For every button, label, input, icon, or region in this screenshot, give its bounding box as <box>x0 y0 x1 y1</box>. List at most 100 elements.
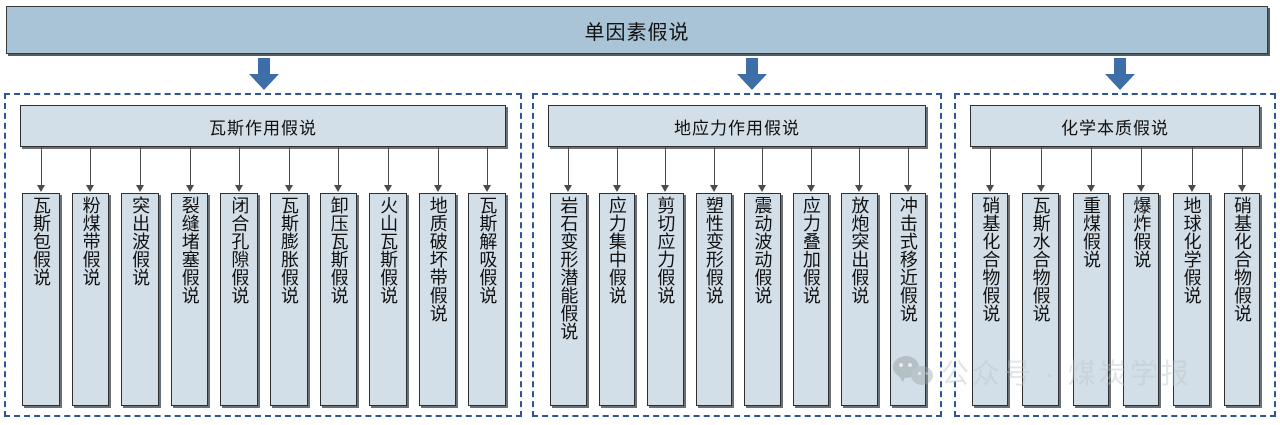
leaf-node-label: 突出波假说 <box>130 196 151 286</box>
connector-arrowhead <box>1238 185 1246 192</box>
connector-line <box>568 147 569 186</box>
leaf-node[interactable]: 瓦斯包假说 <box>22 193 60 406</box>
connector-line <box>90 147 91 186</box>
group-header-label: 瓦斯作用假说 <box>209 118 317 138</box>
leaf-node-label: 冲击式移近假说 <box>897 196 918 322</box>
connector-line <box>859 147 860 186</box>
leaf-node[interactable]: 粉煤带假说 <box>71 193 110 406</box>
leaf-node-label: 闭合孔隙假说 <box>229 196 250 304</box>
connector-arrowhead <box>384 185 392 192</box>
leaf-node[interactable]: 突出波假说 <box>121 193 159 406</box>
leaf-node-label: 岩石变形潜能假说 <box>558 196 579 340</box>
root-node-label: 单因素假说 <box>584 21 690 44</box>
leaf-node-label: 硝基化合物假说 <box>1232 196 1252 322</box>
leaf-node[interactable]: 闭合孔隙假说 <box>220 193 258 406</box>
leaf-node[interactable]: 应力叠加假说 <box>792 193 829 406</box>
connector-line <box>487 147 488 186</box>
connector-arrowhead <box>37 185 45 192</box>
leaf-node[interactable]: 应力集中假说 <box>598 193 635 406</box>
group-header-label: 化学本质假说 <box>1061 118 1169 138</box>
connector-line <box>190 147 191 186</box>
group-header-label: 地应力作用假说 <box>674 118 800 138</box>
leaf-node[interactable]: 震动波动假说 <box>744 193 781 406</box>
connector-arrowhead <box>1188 185 1196 192</box>
leaf-node[interactable]: 塑性变形假说 <box>695 193 732 406</box>
leaf-node[interactable]: 瓦斯解吸假说 <box>468 193 506 406</box>
connector-arrowhead <box>807 185 815 192</box>
group-header-3[interactable]: 化学本质假说 <box>970 105 1260 147</box>
leaf-node[interactable]: 重煤假说 <box>1072 193 1109 406</box>
connector-arrowhead <box>661 185 669 192</box>
leaf-node-label: 裂缝堵塞假说 <box>179 196 200 304</box>
leaf-node-label: 爆炸假说 <box>1131 196 1152 268</box>
leaf-node-label: 硝基化合物假说 <box>980 196 1001 322</box>
down-arrow-icon-2 <box>737 58 767 90</box>
connector-line <box>762 147 763 186</box>
connector-arrowhead <box>186 185 194 192</box>
leaf-node[interactable]: 硝基化合物假说 <box>972 193 1009 406</box>
connector-arrowhead <box>1137 185 1145 192</box>
leaf-node-label: 卸压瓦斯假说 <box>328 196 349 304</box>
leaf-node-label: 瓦斯膨胀假说 <box>278 196 299 304</box>
leaf-node-label: 重煤假说 <box>1081 196 1101 268</box>
connector-arrowhead <box>483 185 491 192</box>
connector-arrowhead <box>1037 185 1045 192</box>
leaf-node-label: 放炮突出假说 <box>849 196 870 304</box>
connector-line <box>714 147 715 186</box>
connector-line <box>990 147 991 186</box>
down-arrow-icon-1 <box>249 58 279 90</box>
connector-line <box>665 147 666 186</box>
connector-line <box>140 147 141 186</box>
leaf-node-label: 塑性变形假说 <box>703 196 724 304</box>
leaf-node-label: 瓦斯包假说 <box>30 196 51 286</box>
leaf-node[interactable]: 放炮突出假说 <box>841 193 878 406</box>
group-header-2[interactable]: 地应力作用假说 <box>548 105 926 147</box>
leaf-node-label: 应力叠加假说 <box>800 196 821 304</box>
connector-line <box>1041 147 1042 186</box>
root-node: 单因素假说 <box>6 6 1268 54</box>
leaf-node-label: 火山瓦斯假说 <box>378 196 399 304</box>
connector-line <box>617 147 618 186</box>
connector-arrowhead <box>1087 185 1095 192</box>
leaf-node[interactable]: 卸压瓦斯假说 <box>319 193 358 406</box>
connector-arrowhead <box>434 185 442 192</box>
connector-line <box>41 147 42 186</box>
leaf-node[interactable]: 瓦斯膨胀假说 <box>270 193 308 406</box>
group-container-2: 地应力作用假说岩石变形潜能假说 应力集中假说剪切应力假说塑性变形假说 震动波动假说 应… <box>532 93 942 417</box>
group-header-1[interactable]: 瓦斯作用假说 <box>20 105 506 147</box>
connector-line <box>1242 147 1243 186</box>
leaf-node[interactable]: 地球化学假说 <box>1173 193 1210 406</box>
leaf-node[interactable]: 地质破坏带假说 <box>418 193 457 406</box>
connector-arrowhead <box>564 185 572 192</box>
leaf-node-label: 粉煤带假说 <box>80 196 101 286</box>
leaf-node[interactable]: 剪切应力假说 <box>647 193 684 406</box>
connector-line <box>1141 147 1142 186</box>
connector-arrowhead <box>855 185 863 192</box>
group-container-1: 瓦斯作用假说瓦斯包假说 粉煤带假说 突出波假说 裂缝堵塞假说 闭合孔隙假说 瓦斯膨胀假说 卸… <box>4 93 522 417</box>
connector-line <box>239 147 240 186</box>
leaf-node[interactable]: 冲击式移近假说 <box>889 193 926 406</box>
leaf-node-label: 震动波动假说 <box>752 196 773 304</box>
leaf-node[interactable]: 裂缝堵塞假说 <box>170 193 209 406</box>
connector-arrowhead <box>986 185 994 192</box>
leaf-node-label: 应力集中假说 <box>606 196 627 304</box>
leaf-node-label: 地球化学假说 <box>1181 196 1202 304</box>
connector-line <box>289 147 290 186</box>
down-arrow-icon-3 <box>1105 58 1135 90</box>
connector-arrowhead <box>136 185 144 192</box>
leaf-node-label: 地质破坏带假说 <box>427 196 448 322</box>
leaf-node[interactable]: 瓦斯水合物假说 <box>1022 193 1059 406</box>
connector-line <box>1192 147 1193 186</box>
connector-arrowhead <box>86 185 94 192</box>
connector-line <box>388 147 389 186</box>
leaf-node[interactable]: 岩石变形潜能假说 <box>550 193 587 406</box>
connector-line <box>1091 147 1092 186</box>
connector-arrowhead <box>758 185 766 192</box>
connector-arrowhead <box>613 185 621 192</box>
leaf-node[interactable]: 爆炸假说 <box>1123 193 1160 406</box>
leaf-node[interactable]: 火山瓦斯假说 <box>369 193 407 406</box>
connector-line <box>338 147 339 186</box>
leaf-node[interactable]: 硝基化合物假说 <box>1223 193 1260 406</box>
connector-arrowhead <box>904 185 912 192</box>
